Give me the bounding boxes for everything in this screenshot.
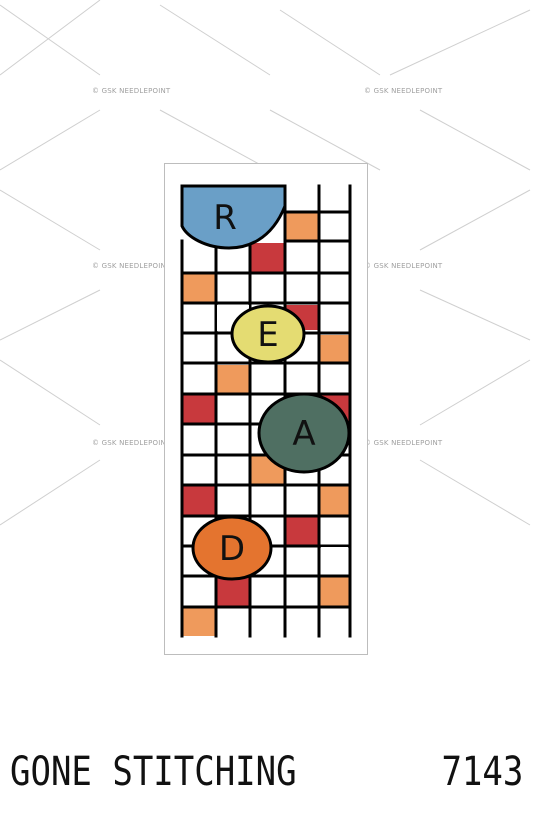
brand-name: GONE STITCHING	[10, 749, 297, 795]
watermark-text: © GSK NEEDLEPOINT	[364, 439, 443, 447]
grid-lines	[180, 184, 352, 638]
orange-tile	[182, 607, 215, 636]
read-design: R E A D	[180, 184, 352, 638]
needlepoint-canvas: R E A D	[164, 163, 368, 655]
letter-r: R	[213, 198, 237, 238]
orange-tile	[319, 335, 350, 362]
watermark-layer: © GSK NEEDLEPOINT © GSK NEEDLEPOINT © GS…	[0, 0, 531, 526]
orange-tile	[182, 274, 215, 302]
letter-a-shape	[257, 392, 351, 474]
watermark-text: © GSK NEEDLEPOINT	[92, 262, 171, 270]
orange-tile	[286, 213, 319, 240]
letter-r-shape	[180, 184, 287, 250]
letter-e-shape	[230, 304, 306, 364]
watermark-text: © GSK NEEDLEPOINT	[92, 87, 171, 95]
red-tile	[182, 486, 215, 516]
letter-a: A	[292, 414, 315, 454]
watermark-text: © GSK NEEDLEPOINT	[92, 439, 171, 447]
letter-e: E	[257, 315, 278, 355]
watermark-lines	[0, 0, 531, 526]
red-tile	[217, 577, 251, 607]
letter-d-shape	[191, 515, 273, 581]
watermark-text: © GSK NEEDLEPOINT	[364, 87, 443, 95]
product-code: 7143	[441, 749, 523, 795]
orange-tile	[319, 577, 350, 607]
red-tile	[182, 395, 215, 423]
orange-tile	[217, 365, 251, 393]
letter-d: D	[219, 529, 245, 569]
red-tile	[286, 517, 319, 546]
orange-tile	[319, 486, 350, 516]
watermark-text: © GSK NEEDLEPOINT	[364, 262, 443, 270]
red-tile	[251, 243, 284, 273]
